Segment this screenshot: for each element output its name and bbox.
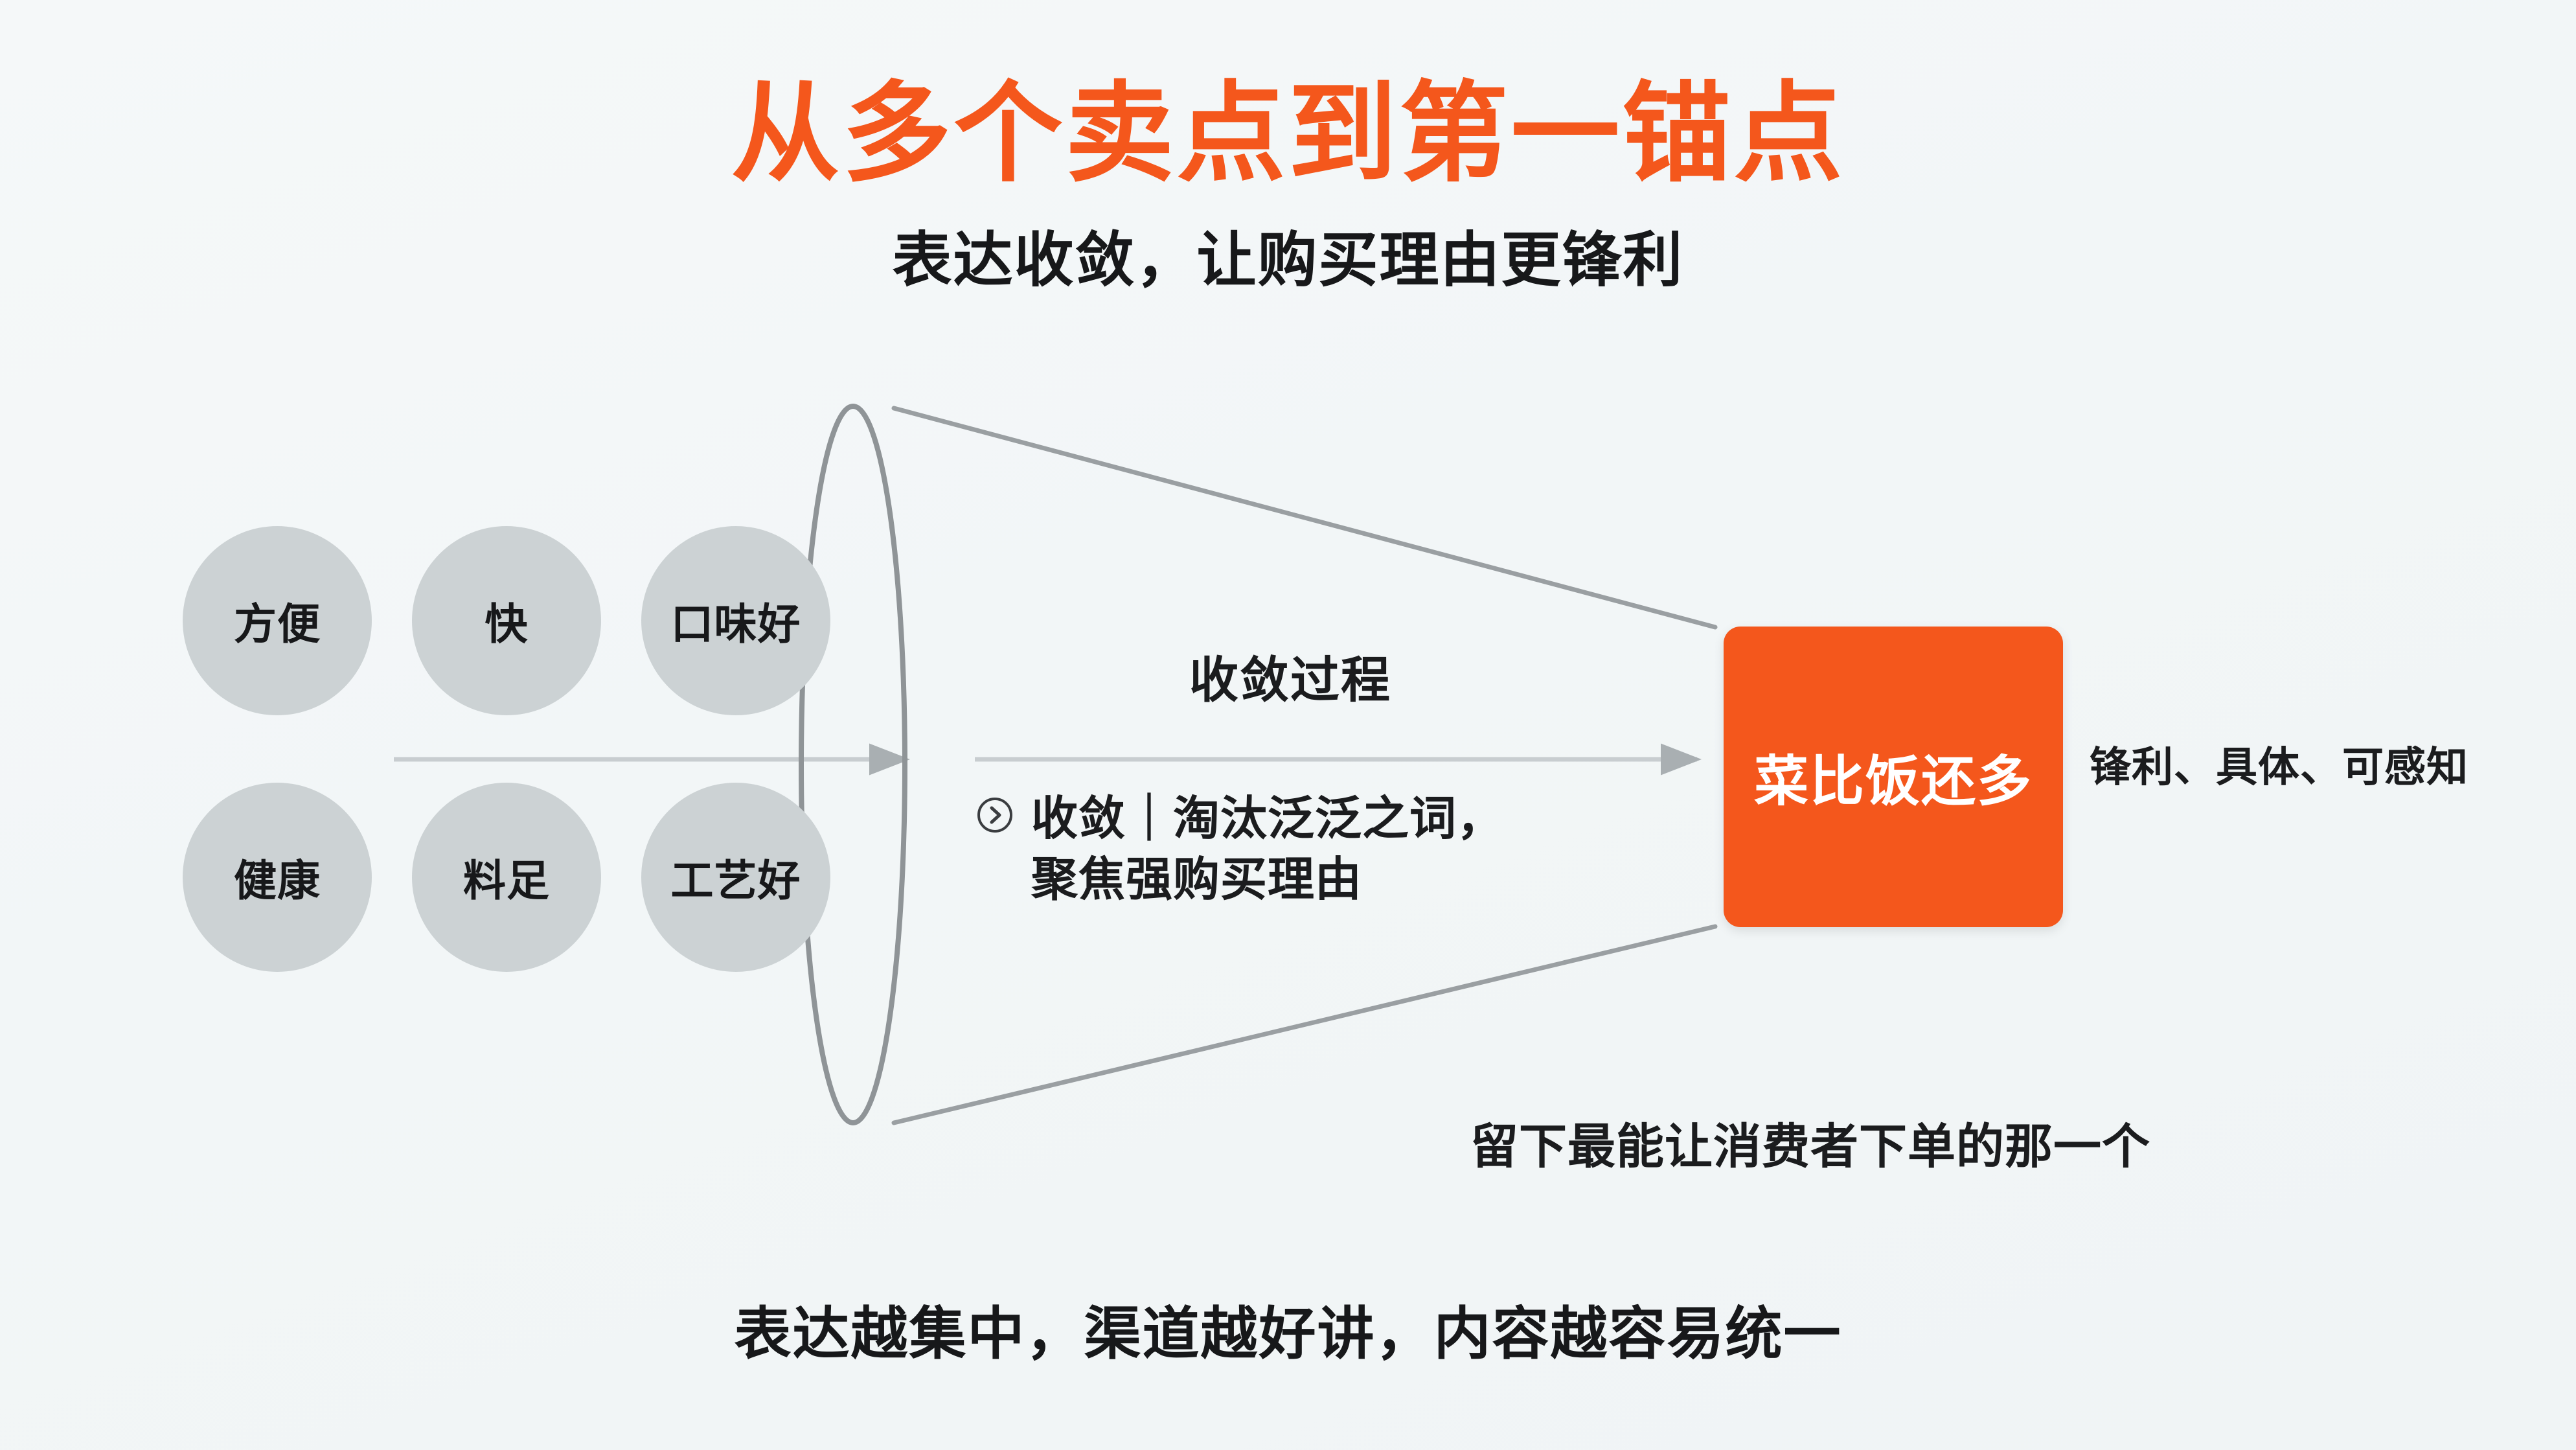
selling-point-bubble[interactable]: 健康 bbox=[183, 783, 372, 972]
selling-point-label: 口味好 bbox=[670, 600, 801, 648]
selling-point-label: 快 bbox=[484, 600, 529, 648]
anchor-attributes-tag: 锋利、具体、可感知 bbox=[2090, 744, 2468, 790]
anchor-card[interactable]: 菜比饭还多 bbox=[1724, 627, 2063, 927]
circled-chevron-right-icon bbox=[977, 798, 1012, 833]
page-subtitle: 表达收敛，让购买理由更锋利 bbox=[892, 227, 1684, 293]
selling-point-label: 健康 bbox=[234, 857, 321, 904]
page-title: 从多个卖点到第一锚点 bbox=[731, 73, 1845, 194]
keep-one-note: 留下最能让消费者下单的那一个 bbox=[1470, 1120, 2150, 1173]
converge-text: 收敛｜淘汰泛泛之词， 聚焦强购买理由 bbox=[1031, 793, 1505, 906]
anchor-label: 菜比饭还多 bbox=[1753, 750, 2033, 812]
selling-point-label: 工艺好 bbox=[670, 857, 801, 904]
selling-point-bubble[interactable]: 料足 bbox=[412, 783, 601, 972]
selling-point-bubble[interactable]: 快 bbox=[412, 526, 601, 715]
selling-point-label: 料足 bbox=[463, 857, 550, 904]
selling-point-label: 方便 bbox=[234, 600, 321, 648]
funnel-process-label: 收敛过程 bbox=[1189, 653, 1391, 708]
footer-note: 表达越集中，渠道越好讲，内容越容易统一 bbox=[734, 1302, 1842, 1366]
selling-point-bubble[interactable]: 口味好 bbox=[641, 526, 830, 715]
converge-callout: 收敛｜淘汰泛泛之词， 聚焦强购买理由 bbox=[977, 789, 1504, 910]
selling-point-bubble[interactable]: 方便 bbox=[183, 526, 372, 715]
selling-point-bubble[interactable]: 工艺好 bbox=[641, 783, 830, 972]
